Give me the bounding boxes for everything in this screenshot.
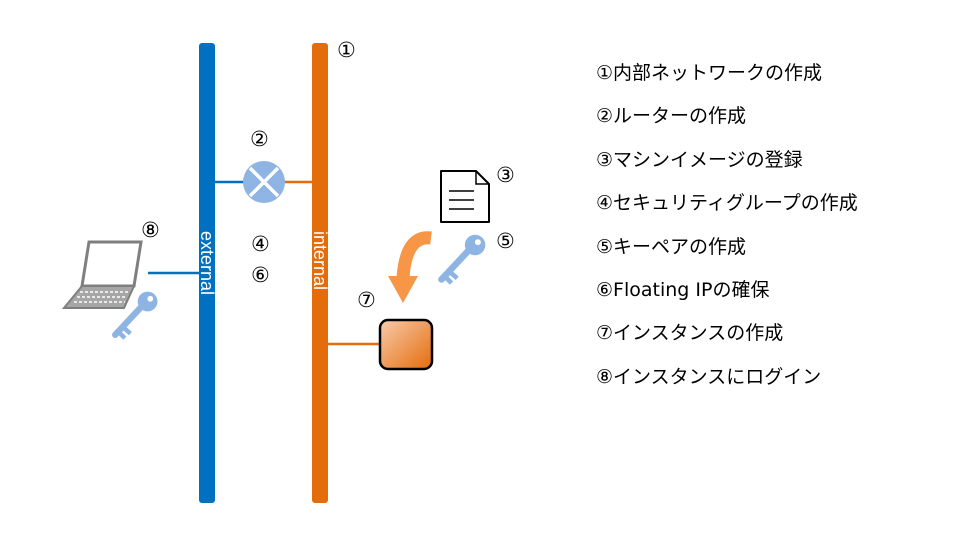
key-icon (441, 235, 485, 282)
step-item: ⑥Floating IPの確保 (596, 278, 770, 301)
laptop-icon (61, 240, 143, 309)
callout-router: ② (250, 127, 269, 151)
instance-icon (378, 318, 434, 371)
external-network-label: external (197, 231, 217, 295)
callout-secgroup: ④ (251, 232, 270, 256)
step-item: ④セキュリティグループの作成 (596, 192, 858, 215)
external-network-bar (199, 43, 215, 503)
step-list: ①内部ネットワークの作成 ②ルーターの作成 ③マシンイメージの登録 ④セキュリテ… (596, 58, 858, 405)
step-item: ②ルーターの作成 (596, 105, 747, 128)
document-icon (440, 170, 490, 223)
step-item: ①内部ネットワークの作成 (596, 62, 823, 84)
internal-network-label: internal (310, 231, 330, 290)
router-icon (243, 161, 285, 203)
callout-floatingip: ⑥ (251, 263, 270, 287)
step-item: ⑦インスタンスの作成 (596, 322, 784, 345)
step-item: ⑤キーペアの作成 (596, 235, 747, 258)
callout-keypair: ⑤ (496, 229, 515, 253)
callout-login: ⑧ (141, 218, 160, 242)
callout-network: ① (337, 38, 356, 62)
callout-instance: ⑦ (357, 288, 376, 312)
curved-arrow-icon (388, 231, 432, 303)
callout-image: ③ (496, 163, 515, 187)
internal-network-bar (312, 43, 328, 503)
step-item: ⑧インスタンスにログイン (596, 365, 822, 388)
step-item: ③マシンイメージの登録 (596, 148, 803, 171)
